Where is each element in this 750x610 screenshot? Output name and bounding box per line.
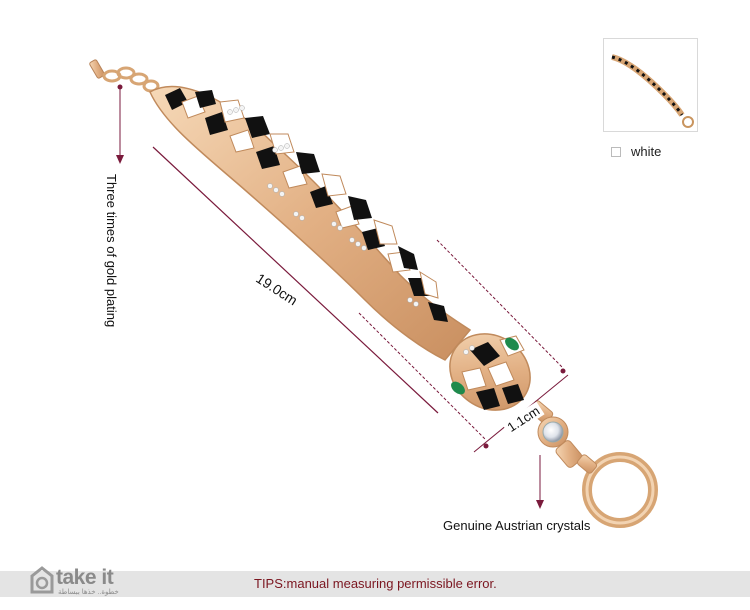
checkbox-icon[interactable] xyxy=(611,146,621,157)
clasp-crystal xyxy=(528,400,583,468)
logo-text: take it xyxy=(56,566,114,589)
take-it-logo-icon xyxy=(30,566,54,594)
logo-subtext: خطوة.. خذها ببساطة xyxy=(58,589,119,596)
variant-thumbnail[interactable] xyxy=(603,38,698,132)
variant-label: white xyxy=(631,144,662,159)
crystal-indicator xyxy=(536,455,544,509)
clasp-chain xyxy=(89,59,160,93)
plating-indicator xyxy=(116,84,124,164)
thumbnail-bracelet-icon xyxy=(611,54,694,128)
snake-head xyxy=(449,333,531,411)
crystal-label: Genuine Austrian crystals xyxy=(443,518,591,533)
length-line xyxy=(152,146,439,414)
ring-clasp xyxy=(576,452,658,528)
variant-option-white[interactable]: white xyxy=(611,144,661,159)
width-markers xyxy=(483,368,566,449)
crystal-dots xyxy=(227,105,419,307)
snake-body xyxy=(149,85,472,361)
plating-label: Three times of gold plating xyxy=(104,174,119,328)
footer-bar xyxy=(0,571,750,597)
tips-text: TIPS:manual measuring permissible error. xyxy=(254,576,497,591)
